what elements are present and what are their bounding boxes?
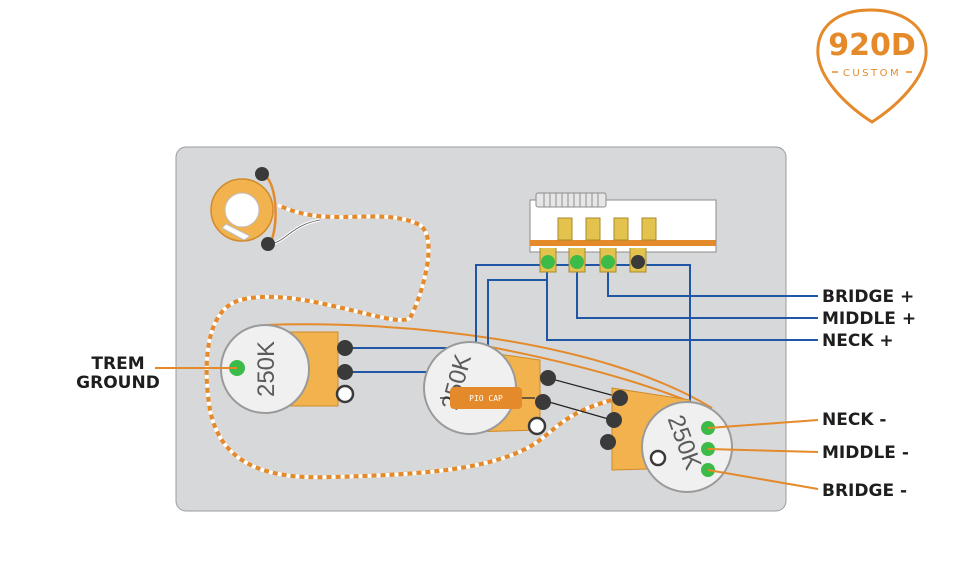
logo-subtitle: CUSTOM bbox=[843, 68, 901, 79]
brand-logo: 920D CUSTOM bbox=[816, 8, 928, 124]
trem-ground-label-line2: GROUND bbox=[76, 373, 160, 393]
dark-wires bbox=[547, 377, 616, 421]
leader-lines bbox=[155, 367, 819, 490]
guitar-pick-icon bbox=[816, 8, 928, 124]
pio-capacitor: PIO CAP bbox=[440, 387, 535, 409]
middle-plus-label: MIDDLE + bbox=[822, 309, 916, 329]
neck-plus-label: NECK + bbox=[822, 331, 894, 351]
output-jack bbox=[210, 167, 321, 251]
bridge-plus-label: BRIDGE + bbox=[822, 287, 914, 307]
pickup-selector-switch bbox=[529, 192, 717, 273]
logo-brand: 920D bbox=[828, 28, 916, 63]
volume-pot: 250K bbox=[220, 324, 355, 414]
bridge-minus-label: BRIDGE - bbox=[822, 481, 907, 501]
pot-1-value: 250K bbox=[253, 341, 280, 397]
neck-minus-label: NECK - bbox=[822, 410, 886, 430]
ground-wires bbox=[264, 323, 713, 409]
blue-wires bbox=[345, 264, 818, 425]
capacitor-label: PIO CAP bbox=[469, 394, 503, 403]
trem-ground-label-line1: TREM bbox=[91, 354, 144, 374]
twisted-output-wire bbox=[204, 203, 621, 480]
middle-minus-label: MIDDLE - bbox=[822, 443, 909, 463]
